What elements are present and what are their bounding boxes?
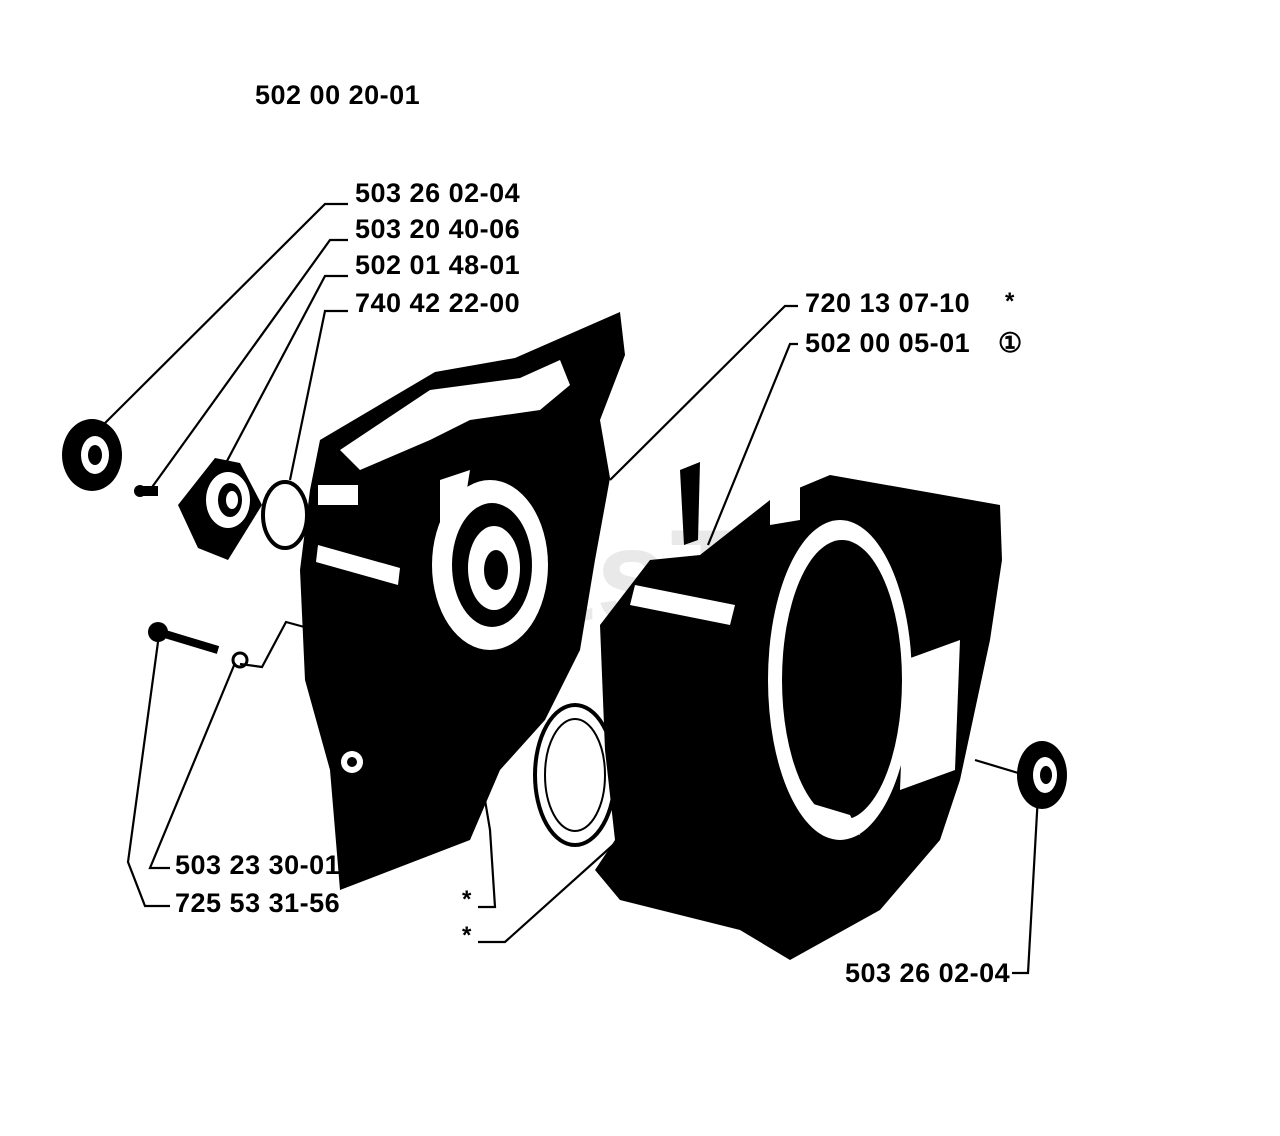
label-part-3: 502 01 48-01 bbox=[355, 250, 521, 280]
assembly-number: 502 00 20-01 bbox=[255, 80, 421, 110]
leader-line-part-4 bbox=[288, 309, 348, 481]
label-part-2: 503 20 40-06 bbox=[355, 214, 521, 244]
label-part-5: 720 13 07-10 bbox=[805, 288, 971, 318]
label-note-star-2: * bbox=[462, 922, 472, 949]
leader-line-part-6 bbox=[706, 342, 798, 546]
label-part-6: 502 00 05-01 bbox=[805, 328, 971, 358]
label-part-5-note: * bbox=[1005, 288, 1015, 315]
seal-ring-right-drawing bbox=[1017, 741, 1067, 809]
leader-line-part-7 bbox=[148, 662, 237, 870]
leader-line-part-8 bbox=[126, 641, 170, 908]
label-part-9: 503 26 02-04 bbox=[845, 958, 1011, 988]
label-part-1: 503 26 02-04 bbox=[355, 178, 521, 208]
bearing-flange-drawing bbox=[178, 458, 262, 560]
leader-line-part-9 bbox=[1012, 794, 1040, 975]
leader-line-bolt bbox=[239, 620, 309, 669]
seal-ring-left-drawing bbox=[62, 419, 122, 491]
leader-line-part-2 bbox=[149, 238, 348, 491]
o-ring-drawing bbox=[261, 480, 309, 550]
leader-line-part-3 bbox=[217, 274, 348, 479]
gasket-drawing bbox=[533, 703, 617, 847]
label-note-star-1: * bbox=[462, 886, 472, 913]
label-part-6-symbol: ① bbox=[998, 328, 1023, 358]
leader-line-seal-right bbox=[974, 758, 1026, 777]
small-screw-drawing bbox=[134, 485, 158, 497]
leader-line-part-1 bbox=[97, 202, 348, 431]
leader-line-star-2 bbox=[478, 827, 633, 944]
crankcase-right-drawing bbox=[595, 462, 1002, 960]
leader-lines bbox=[97, 202, 1040, 975]
label-part-8: 725 53 31-56 bbox=[175, 888, 341, 918]
label-part-7: 503 23 30-01 bbox=[175, 850, 341, 880]
leader-line-star-1 bbox=[478, 799, 497, 909]
bolt-washer-drawing bbox=[148, 622, 249, 669]
label-part-4: 740 42 22-00 bbox=[355, 288, 521, 318]
leader-line-part-5 bbox=[609, 304, 798, 481]
crankcase-left-drawing bbox=[300, 312, 625, 890]
